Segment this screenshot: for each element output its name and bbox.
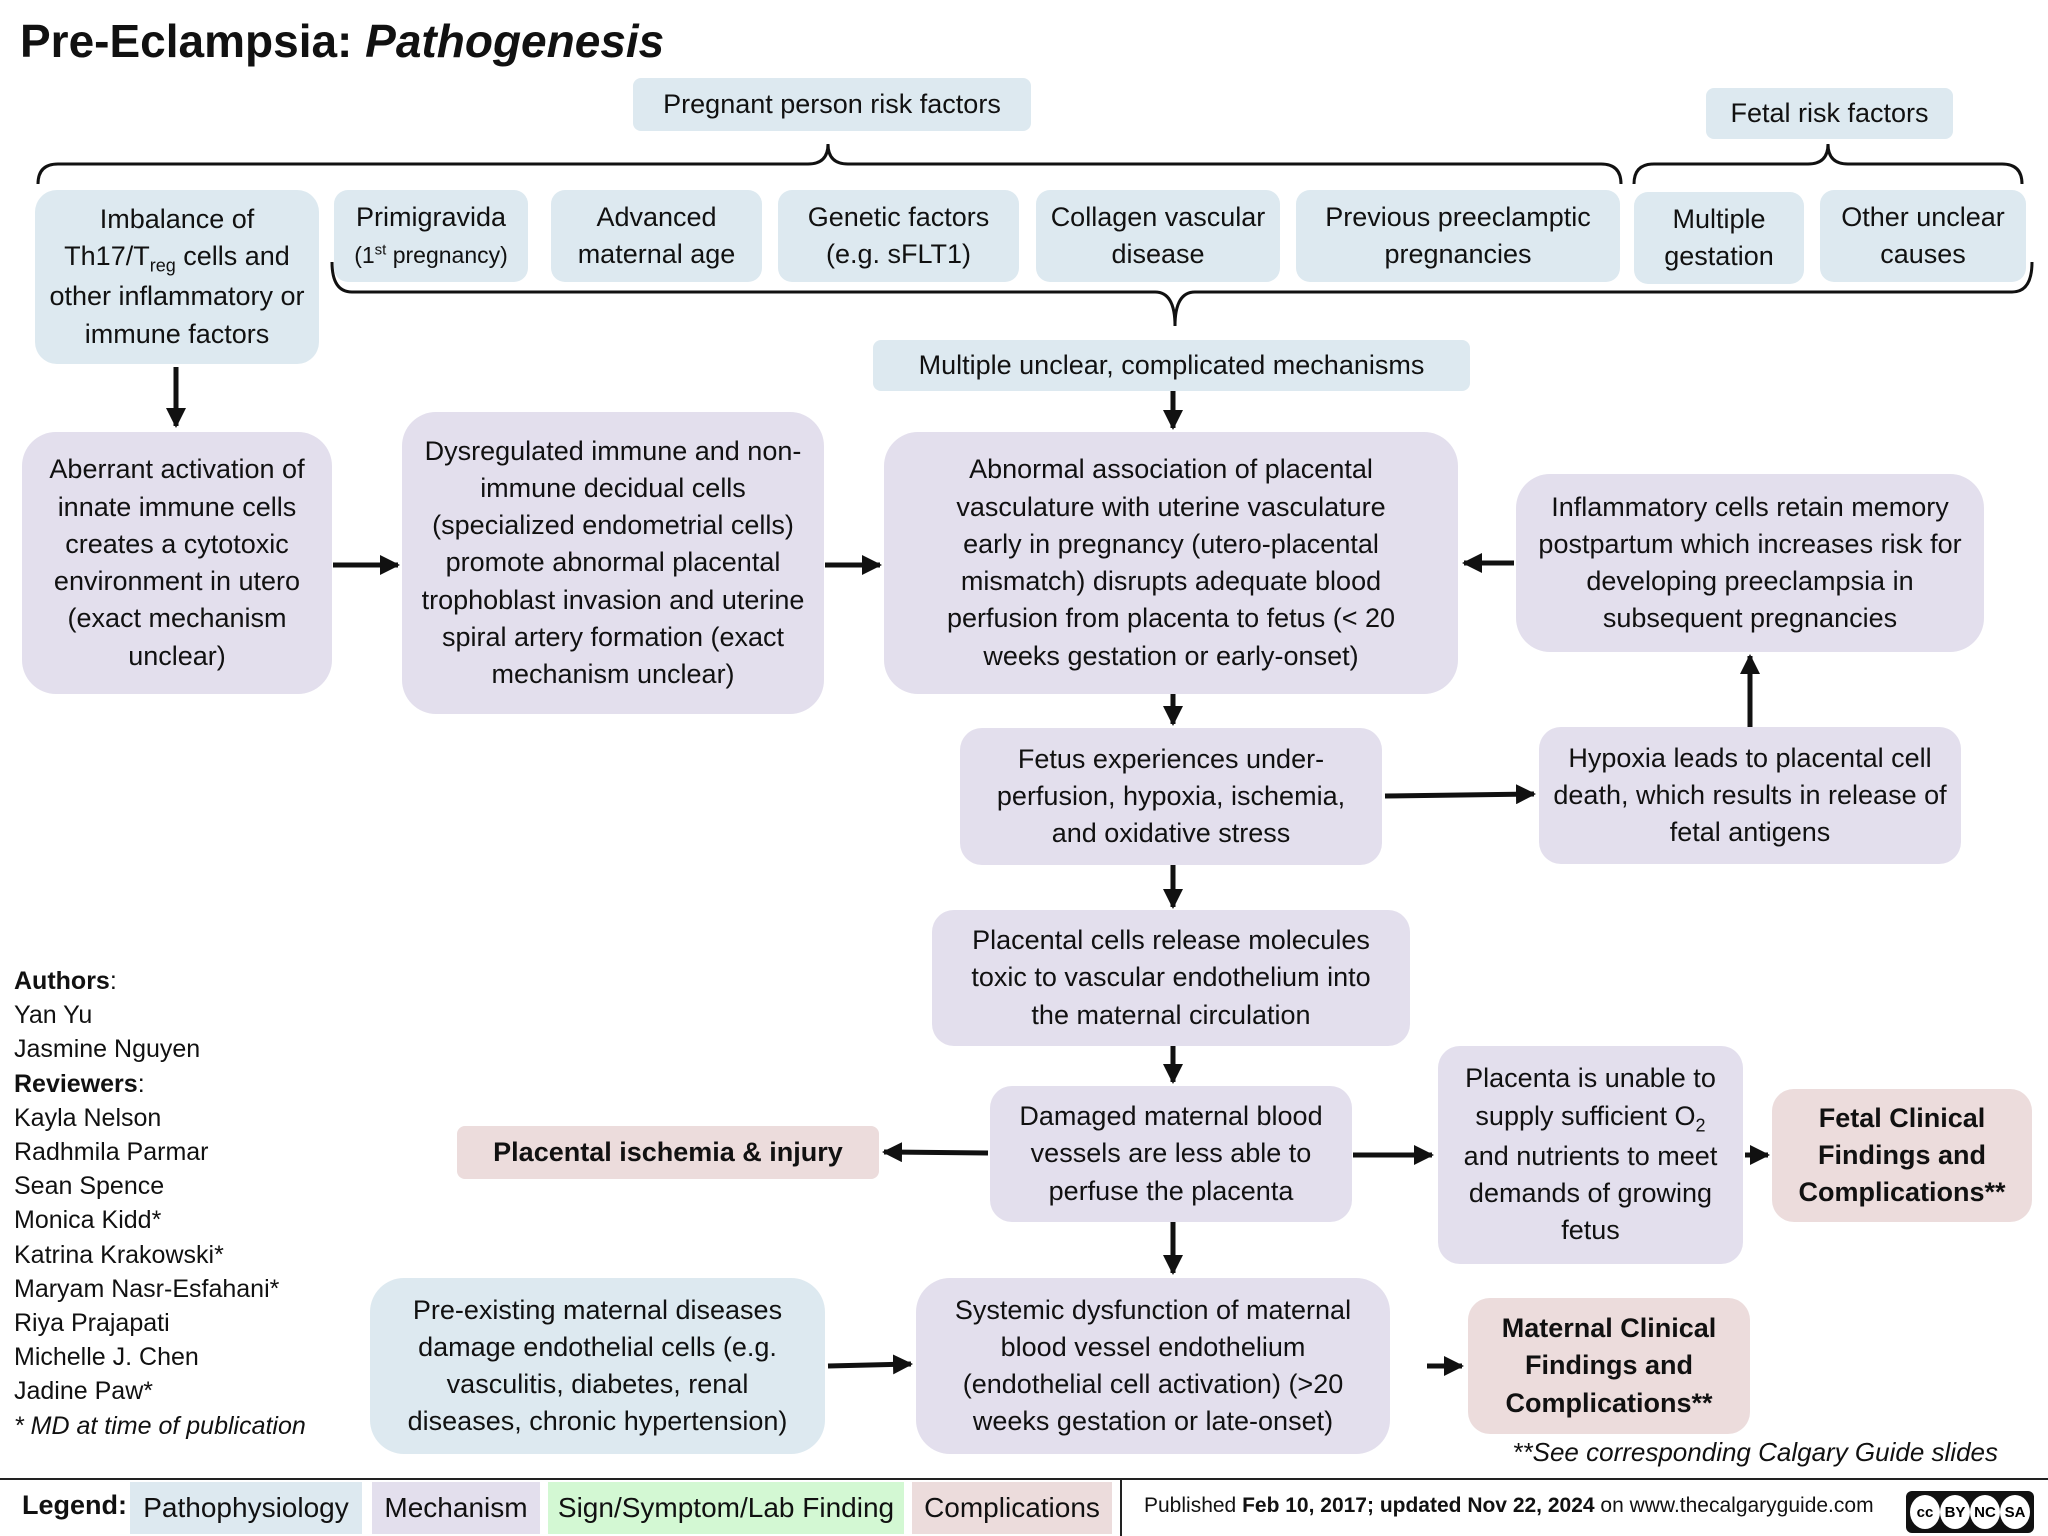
cc-icon: cc — [1910, 1495, 1940, 1529]
nc-icon: NC — [1970, 1495, 2000, 1529]
legend-complications: Complications — [912, 1482, 1112, 1534]
risk-primigravida: Primigravida(1st pregnancy) — [334, 190, 528, 282]
reviewer-name: Sean Spence — [14, 1172, 165, 1201]
legend-mechanism: Mechanism — [372, 1482, 540, 1534]
node-aberrant-activation: Aberrant activation of innate immune cel… — [22, 432, 332, 694]
reviewer-name: Jadine Paw* — [14, 1377, 153, 1406]
node-placental-release: Placental cells release molecules toxic … — [932, 910, 1410, 1046]
by-icon: BY — [1940, 1495, 1970, 1529]
arrow-fetus-hypoxia — [1384, 784, 1536, 805]
reviewer-name: Kayla Nelson — [14, 1103, 162, 1132]
arrow-preexisting-systemic — [827, 1354, 913, 1375]
risk-previous-preeclamptic: Previous preeclamptic pregnancies — [1296, 190, 1620, 282]
node-dysregulated-immune-cells: Dysregulated immune and non-immune decid… — [402, 412, 824, 714]
node-fetus-underperfusion: Fetus experiences under-perfusion, hypox… — [960, 728, 1382, 865]
authors-note: * MD at time of publication — [14, 1411, 306, 1440]
node-abnormal-association: Abnormal association of placental vascul… — [884, 432, 1458, 694]
node-placental-ischemia: Placental ischemia & injury — [457, 1126, 879, 1179]
see-corresponding-note: **See corresponding Calgary Guide slides — [1512, 1437, 1998, 1467]
node-preexisting-maternal-diseases: Pre-existing maternal diseases damage en… — [370, 1278, 825, 1454]
node-placenta-unable: Placenta is unable to supply sufficient … — [1438, 1046, 1743, 1264]
bracket-bottom — [330, 261, 2034, 327]
title-main: Pre-Eclampsia: — [20, 15, 353, 67]
authors-block: Authors: Yan Yu Jasmine Nguyen Reviewers… — [14, 964, 306, 1443]
bracket-pregnant-top — [36, 143, 1623, 185]
node-hypoxia-cell-death: Hypoxia leads to placental cell death, w… — [1539, 727, 1961, 864]
page-title: Pre-Eclampsia: Pathogenesis — [20, 14, 664, 68]
bracket-fetal-top — [1632, 143, 2024, 185]
risk-collagen-vascular-disease: Collagen vascular disease — [1036, 190, 1280, 282]
reviewer-name: Monica Kidd* — [14, 1206, 162, 1235]
header-fetal-risk-factors: Fetal risk factors — [1706, 88, 1953, 139]
legend-separator — [1120, 1478, 1122, 1536]
title-sub: Pathogenesis — [365, 15, 665, 67]
legend-sign-symptom: Sign/Symptom/Lab Finding — [548, 1482, 904, 1534]
node-maternal-clinical-findings: Maternal Clinical Findings and Complicat… — [1468, 1298, 1750, 1434]
reviewer-name: Katrina Krakowski* — [14, 1240, 224, 1269]
node-systemic-dysfunction: Systemic dysfunction of maternal blood v… — [916, 1278, 1390, 1454]
legend-divider — [0, 1478, 2048, 1480]
risk-advanced-maternal-age: Advanced maternal age — [551, 190, 762, 282]
publication-info: Published Feb 10, 2017; updated Nov 22, … — [1144, 1494, 1874, 1517]
risk-genetic-factors: Genetic factors (e.g. sFLT1) — [778, 190, 1019, 282]
author-name: Yan Yu — [14, 1001, 93, 1030]
risk-multiple-gestation: Multiple gestation — [1634, 192, 1804, 284]
reviewer-name: Riya Prajapati — [14, 1309, 170, 1338]
risk-other-unclear-causes: Other unclear causes — [1820, 190, 2026, 282]
arrow-damaged-ischemia — [882, 1142, 989, 1163]
reviewer-name: Maryam Nasr-Esfahani* — [14, 1274, 280, 1303]
author-name: Jasmine Nguyen — [14, 1035, 201, 1064]
node-multiple-unclear-mechanisms: Multiple unclear, complicated mechanisms — [873, 340, 1470, 391]
legend-pathophysiology: Pathophysiology — [130, 1482, 362, 1534]
node-inflammatory-memory: Inflammatory cells retain memory postpar… — [1516, 474, 1984, 652]
reviewer-name: Michelle J. Chen — [14, 1343, 199, 1372]
cc-license-icon: cc BY NC SA — [1906, 1491, 2034, 1533]
risk-imbalance-th17-treg: Imbalance of Th17/Treg cells and other i… — [35, 190, 319, 364]
legend-label: Legend: — [22, 1490, 128, 1520]
node-fetal-clinical-findings: Fetal Clinical Findings and Complication… — [1772, 1089, 2032, 1222]
node-damaged-blood-vessels: Damaged maternal blood vessels are less … — [990, 1086, 1352, 1222]
header-pregnant-risk-factors: Pregnant person risk factors — [633, 78, 1031, 131]
reviewer-name: Radhmila Parmar — [14, 1138, 209, 1167]
sa-icon: SA — [2000, 1495, 2030, 1529]
